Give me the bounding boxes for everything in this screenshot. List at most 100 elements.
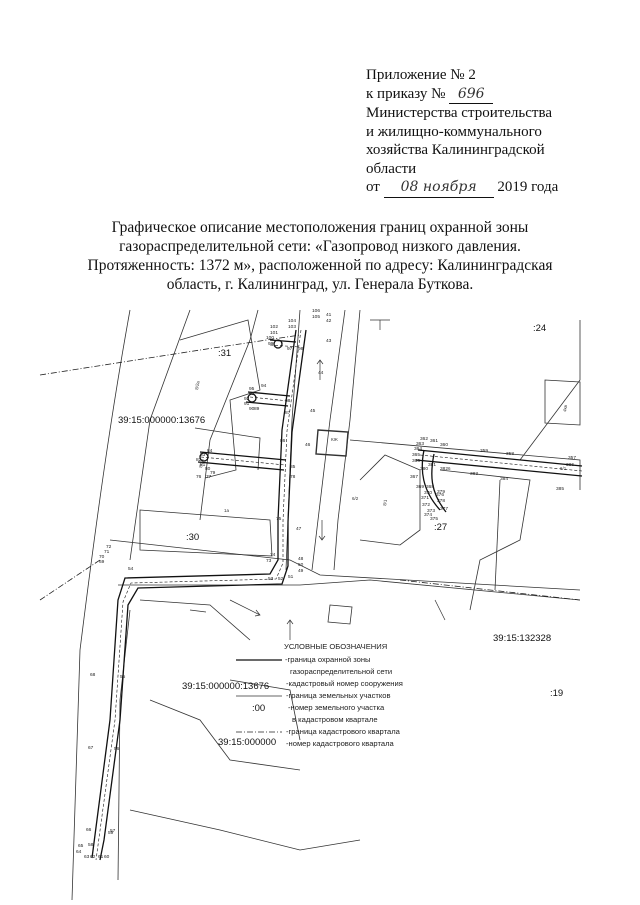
svg-text:87: 87 bbox=[285, 410, 291, 416]
svg-text:97: 97 bbox=[287, 346, 293, 352]
svg-text:47: 47 bbox=[296, 526, 302, 532]
gas-pipeline bbox=[95, 329, 583, 861]
svg-text:93: 93 bbox=[249, 391, 255, 397]
svg-text:55: 55 bbox=[120, 674, 126, 680]
svg-text::27: :27 bbox=[434, 522, 447, 533]
svg-text:90: 90 bbox=[249, 406, 255, 412]
svg-text:369: 369 bbox=[416, 484, 424, 490]
svg-text:103: 103 bbox=[288, 324, 296, 330]
svg-text:53: 53 bbox=[268, 576, 274, 582]
svg-text:62: 62 bbox=[90, 854, 96, 860]
svg-text:357: 357 bbox=[568, 455, 576, 461]
svg-text:364: 364 bbox=[414, 446, 422, 452]
svg-text:106: 106 bbox=[312, 308, 320, 314]
svg-text:368: 368 bbox=[426, 484, 434, 490]
order-date: 08 ноября bbox=[400, 179, 477, 195]
ministry-line-4: области bbox=[366, 160, 417, 177]
svg-text:39:15:000000:13676: 39:15:000000:13676 bbox=[118, 415, 205, 426]
cadastral-map: :31 :24 :30 :27 :19 39:15:000000:13676 3… bbox=[39, 308, 583, 901]
order-date-line: от 08 ноября 2019 года bbox=[366, 178, 628, 198]
ministry-line-1: Министерства строительства bbox=[366, 105, 553, 121]
svg-text:375: 375 bbox=[430, 516, 438, 522]
svg-text:92: 92 bbox=[244, 396, 250, 402]
svg-text:57: 57 bbox=[110, 828, 116, 834]
svg-text:79: 79 bbox=[210, 470, 216, 476]
svg-text:44: 44 bbox=[318, 370, 324, 376]
svg-text:8/1а: 8/1а bbox=[198, 458, 205, 468]
order-ref-line: к приказу № 696 bbox=[366, 85, 628, 104]
direction-arrows bbox=[189, 319, 446, 640]
svg-text:в кадастровом квартале: в кадастровом квартале bbox=[292, 715, 378, 724]
svg-text:39:15:000000:13676: 39:15:000000:13676 bbox=[182, 681, 269, 692]
svg-text:-граница земельных участков: -граница земельных участков bbox=[286, 691, 391, 700]
svg-text:91: 91 bbox=[244, 401, 250, 407]
order-annex-header: Приложение № 2 к приказу № 696 Министерс… bbox=[366, 66, 628, 198]
svg-text:60: 60 bbox=[104, 854, 110, 860]
svg-text:89: 89 bbox=[254, 406, 260, 412]
svg-text:газораспределительной сети: газораспределительной сети bbox=[290, 667, 392, 676]
svg-text:99: 99 bbox=[268, 341, 274, 347]
svg-text:104: 104 bbox=[288, 318, 296, 324]
svg-text:52: 52 bbox=[278, 576, 284, 582]
svg-text:73: 73 bbox=[266, 558, 272, 564]
svg-text:69: 69 bbox=[99, 559, 105, 565]
svg-text:382: 382 bbox=[440, 466, 448, 472]
cadastral-labels: 39:15:000000:13676 39:15:132328 bbox=[118, 415, 551, 644]
svg-text:386: 386 bbox=[566, 462, 574, 468]
svg-text:-номер земельного участка: -номер земельного участка bbox=[288, 703, 385, 712]
svg-text:6/1: 6/1 bbox=[560, 466, 567, 471]
svg-text:372: 372 bbox=[422, 502, 430, 508]
svg-text:49: 49 bbox=[298, 568, 304, 574]
svg-text:8/1: 8/1 bbox=[382, 499, 388, 507]
svg-text:8/2а: 8/2а bbox=[194, 380, 201, 390]
svg-text:102: 102 bbox=[270, 324, 278, 330]
svg-text:85: 85 bbox=[290, 464, 296, 470]
svg-text:43: 43 bbox=[326, 338, 332, 344]
svg-text:6: 6 bbox=[448, 466, 451, 471]
svg-text:95: 95 bbox=[249, 386, 255, 392]
zone-labels: :31 :24 :30 :27 :19 bbox=[186, 323, 563, 699]
svg-text:86: 86 bbox=[280, 438, 286, 444]
svg-text:370: 370 bbox=[424, 490, 432, 496]
svg-text:366: 366 bbox=[412, 458, 420, 464]
svg-text:378: 378 bbox=[437, 498, 445, 504]
svg-text:59: 59 bbox=[108, 830, 114, 836]
svg-text:76: 76 bbox=[196, 474, 202, 480]
svg-text:82: 82 bbox=[196, 457, 202, 463]
svg-text:98: 98 bbox=[298, 346, 304, 352]
svg-text::30: :30 bbox=[186, 532, 199, 543]
svg-text:358: 358 bbox=[506, 451, 514, 457]
svg-text:39:15:132328: 39:15:132328 bbox=[493, 633, 551, 644]
svg-text:4кв: 4кв bbox=[562, 404, 568, 412]
svg-text:58: 58 bbox=[88, 842, 94, 848]
svg-text:65: 65 bbox=[78, 843, 84, 849]
svg-text:КЖ: КЖ bbox=[331, 437, 339, 442]
svg-text:363: 363 bbox=[416, 441, 424, 447]
svg-text:51: 51 bbox=[288, 574, 294, 580]
svg-text:74: 74 bbox=[270, 552, 276, 558]
svg-text:64: 64 bbox=[76, 849, 82, 855]
svg-text:68: 68 bbox=[90, 672, 96, 678]
svg-text:50: 50 bbox=[298, 562, 304, 568]
svg-text:77: 77 bbox=[206, 474, 212, 480]
svg-text:80: 80 bbox=[205, 466, 211, 472]
svg-text:42: 42 bbox=[326, 318, 332, 324]
protection-zone-boundary bbox=[91, 329, 583, 861]
svg-text:63: 63 bbox=[84, 854, 90, 860]
building-labels: 8/2а 8/1а 1а 6/2 8/1 КЖ 6 6/1 4кв bbox=[194, 380, 568, 513]
svg-text:373: 373 bbox=[427, 508, 435, 514]
svg-text:72: 72 bbox=[106, 544, 112, 550]
svg-text:94: 94 bbox=[261, 383, 267, 389]
legend-heading: УСЛОВНЫЕ ОБОЗНАЧЕНИЯ bbox=[284, 642, 387, 651]
svg-text:362: 362 bbox=[420, 436, 428, 442]
svg-text:41: 41 bbox=[326, 312, 332, 318]
svg-text:84: 84 bbox=[207, 448, 213, 454]
svg-text::24: :24 bbox=[533, 323, 546, 334]
svg-text:379: 379 bbox=[437, 489, 445, 495]
svg-text:48: 48 bbox=[298, 556, 304, 562]
map-legend: УСЛОВНЫЕ ОБОЗНАЧЕНИЯ -граница охранной з… bbox=[182, 642, 403, 748]
svg-text:101: 101 bbox=[270, 330, 278, 336]
document-title: Графическое описание местоположения гран… bbox=[87, 219, 553, 293]
svg-text:39:15:000000: 39:15:000000 bbox=[218, 737, 276, 748]
svg-text:380: 380 bbox=[420, 466, 428, 472]
